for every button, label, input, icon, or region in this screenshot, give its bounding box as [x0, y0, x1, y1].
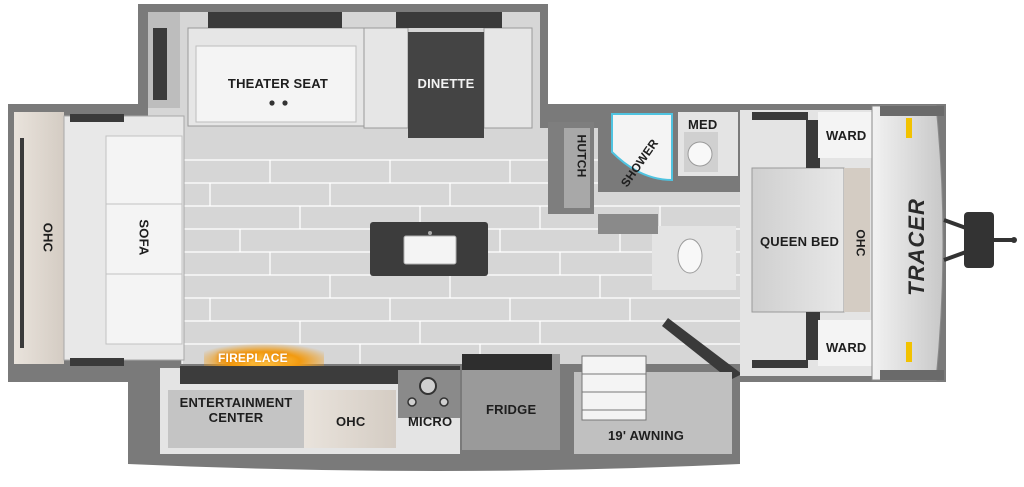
queen-bed: [751, 167, 845, 313]
theater-seat: [148, 12, 365, 127]
bedroom-ohc-label: OHC: [853, 229, 868, 257]
fireplace: [180, 366, 460, 384]
sofa-cushion: [105, 273, 183, 345]
bedroom: [740, 110, 880, 376]
front-area: [14, 112, 185, 366]
shower: [611, 113, 673, 182]
sofa-label: SOFA: [136, 219, 152, 256]
hitch: [943, 212, 1017, 268]
queen-bed-label: QUEEN BED: [760, 234, 840, 249]
toilet: [677, 238, 703, 274]
front-ohc-label: OHC: [40, 222, 56, 253]
bathroom: [598, 108, 748, 380]
entertainment-center: [168, 390, 304, 448]
hutch-label: HUTCH: [574, 134, 589, 178]
ward-top-label: WARD: [826, 128, 867, 143]
theater-seat-label: THEATER SEAT: [227, 76, 329, 91]
sink: [403, 235, 457, 265]
dinette: [363, 12, 533, 138]
front-cap: [871, 105, 944, 381]
dinette-table: [408, 32, 484, 138]
fridge-label: FRIDGE: [486, 402, 537, 417]
awning-label: 19' AWNING: [608, 428, 685, 443]
entertainment-center-label: ENTERTAINMENT CENTER: [179, 395, 293, 425]
kitchen-island: [370, 222, 488, 276]
med-label: MED: [688, 117, 718, 132]
micro-label: MICRO: [408, 414, 453, 429]
sofa-cushion: [105, 203, 183, 275]
hutch: [548, 122, 594, 214]
tracer-logo: TRACER: [903, 198, 929, 296]
entry-steps: [581, 355, 647, 421]
slide-ohc-label: OHC: [336, 414, 366, 429]
ward-bottom-label: WARD: [826, 340, 867, 355]
fireplace-glow: [204, 340, 324, 370]
sofa-cushion: [105, 135, 183, 205]
fireplace-label: FIREPLACE: [218, 351, 288, 365]
dinette-label: DINETTE: [417, 76, 475, 91]
bottom-slide-contents: [160, 340, 732, 454]
